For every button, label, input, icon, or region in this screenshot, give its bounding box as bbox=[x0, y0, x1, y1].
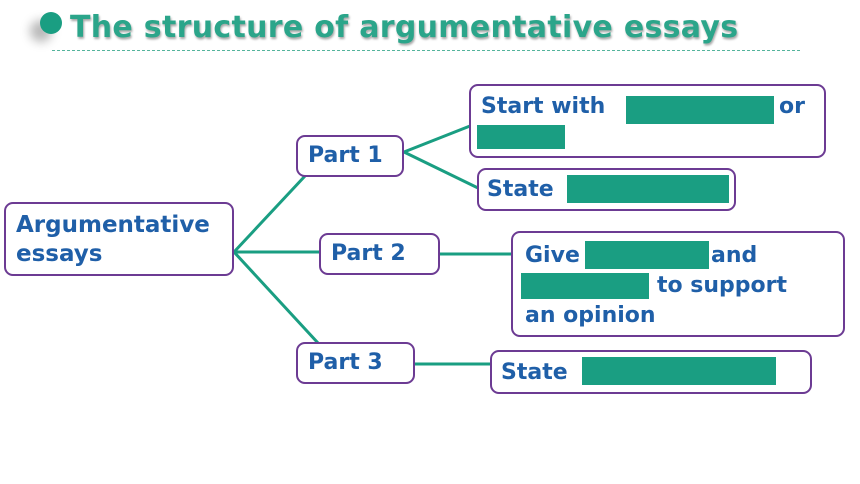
state-text: State bbox=[487, 177, 554, 202]
an-opinion-text: an opinion bbox=[525, 303, 656, 328]
node-argumentative-essays: Argumentative essays bbox=[4, 202, 234, 276]
part-1-label: Part 1 bbox=[308, 143, 383, 168]
title-bullet-icon bbox=[40, 12, 62, 34]
connector-root-part1 bbox=[232, 174, 307, 254]
connector-part1-state bbox=[402, 150, 480, 190]
answer-blank bbox=[477, 125, 565, 149]
node-part-2-give: Give and to support an opinion bbox=[511, 231, 845, 337]
answer-blank bbox=[567, 175, 729, 203]
node-part-1-start-with: Start with or bbox=[469, 84, 826, 158]
connector-root-part3 bbox=[232, 250, 320, 345]
connector-part1-start bbox=[402, 124, 472, 154]
give-text: Give bbox=[525, 243, 580, 268]
root-label-line2: essays bbox=[16, 241, 103, 267]
node-part-3: Part 3 bbox=[296, 342, 415, 384]
part-3-label: Part 3 bbox=[308, 350, 383, 375]
or-text: or bbox=[779, 94, 805, 119]
answer-blank bbox=[521, 273, 649, 299]
page-title: The structure of argumentative essays bbox=[70, 10, 739, 45]
part-2-label: Part 2 bbox=[331, 241, 406, 266]
node-part-3-state: State bbox=[490, 350, 812, 394]
node-part-2: Part 2 bbox=[319, 233, 440, 275]
node-part-1-state: State bbox=[477, 168, 736, 211]
and-text: and bbox=[711, 243, 758, 268]
start-with-text: Start with bbox=[481, 94, 606, 119]
answer-blank bbox=[582, 357, 776, 385]
root-label-line1: Argumentative bbox=[16, 212, 210, 238]
node-part-1: Part 1 bbox=[296, 135, 404, 177]
state-text: State bbox=[501, 360, 568, 385]
title-divider bbox=[52, 50, 800, 51]
answer-blank bbox=[626, 96, 774, 124]
answer-blank bbox=[585, 241, 709, 269]
to-support-text: to support bbox=[657, 273, 788, 298]
